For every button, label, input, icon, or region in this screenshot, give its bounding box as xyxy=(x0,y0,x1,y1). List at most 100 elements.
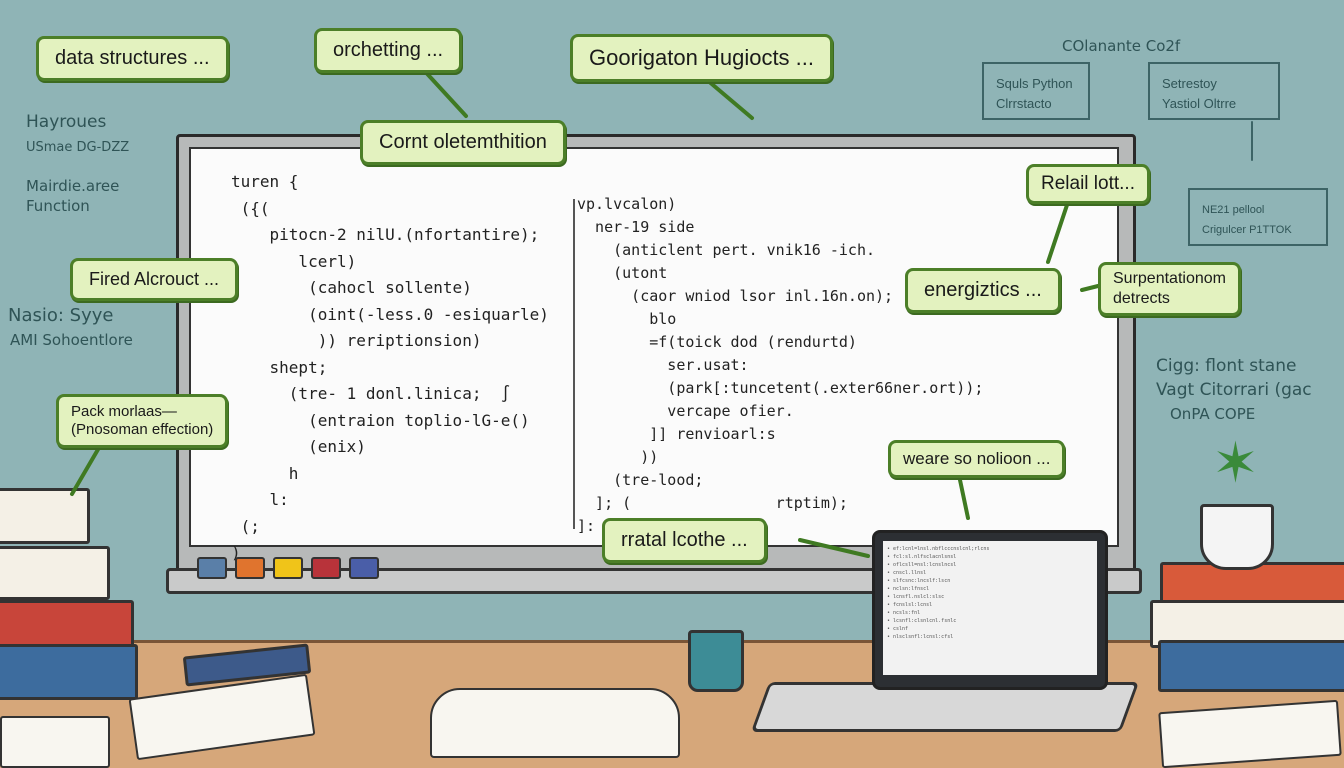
code-line: ) xyxy=(231,543,241,562)
wall-note: Vagt Citorrari (gac xyxy=(1156,380,1312,400)
box-text: Crigulcer P1TTOK xyxy=(1202,224,1292,236)
box-text: Squls Python xyxy=(996,76,1073,91)
callout-line: Pack morlaas— xyxy=(71,403,177,420)
callout-line: (Pnosoman effection) xyxy=(71,421,214,438)
divider xyxy=(573,199,575,529)
code-line: • ncsls:fnl xyxy=(887,610,921,616)
callout: orchetting ... xyxy=(314,28,463,73)
wall-note: Function xyxy=(26,197,90,215)
wall-note: OnPA COPE xyxy=(1170,405,1256,423)
code-line: vp.lvcalon) xyxy=(577,195,677,213)
code-line: (oint(-less.0 -esiquarle) xyxy=(231,304,549,324)
paper xyxy=(0,716,110,768)
arrow xyxy=(70,444,102,496)
code-line: ({( xyxy=(231,198,270,218)
book xyxy=(0,546,110,600)
diagram-title: COlanante Co2f xyxy=(1062,37,1181,55)
callout: Pack morlaas—(Pnosoman effection) xyxy=(56,394,229,448)
code-line: • fcnslsl:lcnsl xyxy=(887,602,933,608)
callout: Surpentationom detrects xyxy=(1098,262,1241,316)
wall-note: Cigg: flont stane xyxy=(1156,356,1297,376)
code-line: =f(toick dod (rendurtd) xyxy=(577,333,857,351)
code-line: l: xyxy=(231,490,289,509)
code-line: (anticlent pert. vnik16 -ich. xyxy=(577,241,876,259)
open-book xyxy=(430,688,680,758)
laptop-screen: • ef:lcnl=lnsl.nbflcccnslcnl;rlcns • fcl… xyxy=(883,541,1097,675)
code-line: • slfcsnc:lncslf:lscn xyxy=(887,578,951,584)
code-line: • lcnsfl.nslcl:slsc xyxy=(887,594,945,600)
callout: energiztics ... xyxy=(905,268,1061,313)
code-line: lcerl) xyxy=(231,251,357,271)
code-line: (cahocl sollente) xyxy=(231,278,472,297)
code-line: • lcsnfl:clsnlcnl.fsnlc xyxy=(887,618,957,624)
code-line: (park[:tuncetent(.exter66ner.ort)); xyxy=(577,379,984,397)
marker[interactable] xyxy=(311,557,341,579)
code-line: (; xyxy=(231,516,260,536)
code-line: (caor wniod lsor inl.16n.on); xyxy=(577,287,894,305)
code-line: h xyxy=(231,463,299,483)
code-line: ]] renvioarl:s xyxy=(577,425,776,443)
code-right: vp.lvcalon) ner-19 side (anticlent pert.… xyxy=(577,193,983,538)
arrow xyxy=(1046,194,1072,264)
code-line: • cslnf xyxy=(887,626,909,632)
code-line: • nlsclsnfl:lcnsl:cfsl xyxy=(887,634,954,640)
arrow xyxy=(958,478,970,520)
callout: weare so nolioon ... xyxy=(888,440,1066,478)
code-line: pitocn-2 nilU.(nfortantire); xyxy=(231,225,540,244)
code-line: • cnscl.llnsl xyxy=(887,570,927,576)
box-text: Yastiol Oltrre xyxy=(1162,96,1237,111)
code-line: vercape ofier. xyxy=(577,402,794,420)
code-line: blo xyxy=(577,310,677,328)
code-line: • oflcsll=nsl:lcnslncsl xyxy=(887,562,957,568)
code-line: ]; ( rtptim); xyxy=(577,494,848,512)
code-line: (entraion toplio-lG-e() xyxy=(231,410,530,430)
plant-pot xyxy=(1200,504,1274,570)
callout-line: detrects xyxy=(1113,290,1170,307)
marker[interactable] xyxy=(349,557,379,579)
marker[interactable] xyxy=(235,557,265,579)
callout: data structures ... xyxy=(36,36,229,81)
wall-note: Mairdie.aree xyxy=(26,177,120,195)
code-line: )) reriptionsion) xyxy=(231,331,482,350)
marker[interactable] xyxy=(197,557,227,579)
code-line: shept; xyxy=(231,357,328,377)
marker[interactable] xyxy=(273,557,303,579)
code-line: ser.usat: xyxy=(577,356,749,374)
book xyxy=(0,488,90,544)
code-line: )) xyxy=(577,448,659,466)
code-line: (utont xyxy=(577,264,668,282)
arrow xyxy=(1080,284,1100,292)
arrow xyxy=(418,64,468,118)
wall-note: Nasio: Syye xyxy=(8,305,114,326)
box-text: Clrrstacto xyxy=(996,96,1052,111)
code-line: • nclsn:lfnscl xyxy=(887,586,930,592)
code-left: turen { ({( pitocn-2 nilU.(nfortantire);… xyxy=(231,169,549,567)
callout: rratal lcothe ... xyxy=(602,518,767,563)
callout: Goorigaton Hugiocts ... xyxy=(570,34,834,82)
callout: Cornt oletemthition xyxy=(360,120,566,165)
code-line: (tre-lood; xyxy=(577,471,704,489)
arrow xyxy=(798,538,870,558)
wall-note: USmae DG-DZZ xyxy=(26,140,130,155)
code-line: (tre- 1 donl.linica; ∫ xyxy=(231,384,511,403)
pencil-cup xyxy=(688,630,744,692)
plant-icon: ✶ xyxy=(1212,431,1259,494)
code-line: ]: xyxy=(577,517,596,535)
callout: Relail lott... xyxy=(1026,164,1150,204)
wall-note: Hayroues xyxy=(26,112,107,132)
code-line: • fcl:sl.nlfsclacnlsnsl xyxy=(887,554,957,560)
box-text: NE21 pellool xyxy=(1202,204,1265,216)
book xyxy=(1158,640,1344,692)
callout-line: Surpentationom xyxy=(1113,270,1226,287)
book xyxy=(0,644,138,700)
code-line: ner-19 side xyxy=(577,218,695,236)
callout: Fired Alcrouct ... xyxy=(70,258,239,301)
code-line: turen { xyxy=(231,172,299,191)
code-line: • ef:lcnl=lnsl.nbflcccnslcnl;rlcns xyxy=(887,546,990,552)
code-line: (enix) xyxy=(231,437,366,456)
laptop: • ef:lcnl=lnsl.nbflcccnslcnl;rlcns • fcl… xyxy=(872,530,1108,690)
